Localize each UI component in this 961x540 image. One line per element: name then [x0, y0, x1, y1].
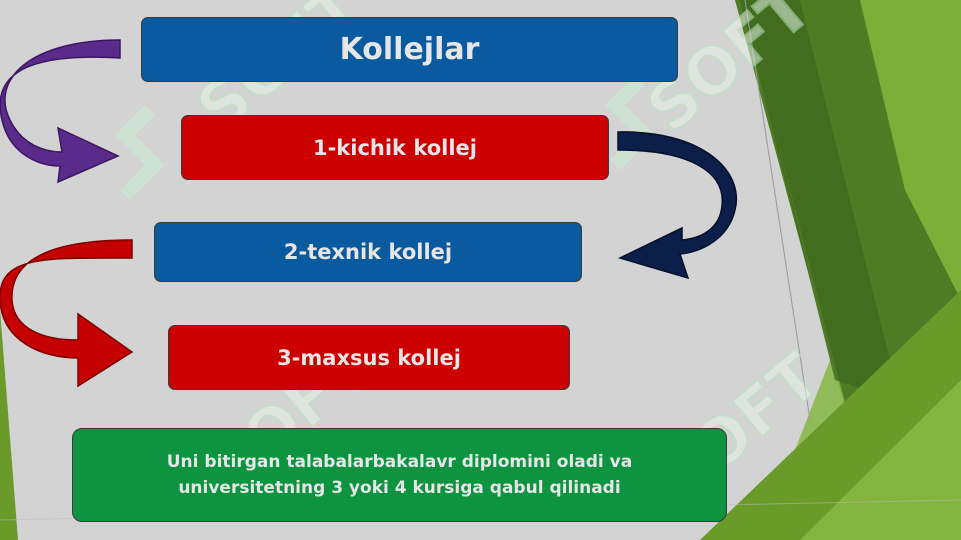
- note-line-2: universitetning 3 yoki 4 kursiga qabul q…: [178, 478, 621, 498]
- bg-facet-light: [860, 0, 961, 300]
- step-3-box: 3-maxsus kollej: [168, 325, 570, 390]
- step-3-label: 3-maxsus kollej: [277, 345, 461, 370]
- bg-facet-bottom-light: [800, 380, 961, 540]
- title-label: Kollejlar: [339, 32, 480, 67]
- step-2-box: 2-texnik kollej: [154, 222, 582, 282]
- note-box: Uni bitirgan talabalarbakalavr diplomini…: [72, 428, 727, 522]
- note-line-1: Uni bitirgan talabalarbakalavr diplomini…: [166, 452, 633, 472]
- step-1-label: 1-kichik kollej: [312, 135, 478, 160]
- step-1-box: 1-kichik kollej: [181, 115, 609, 180]
- title-box: Kollejlar: [141, 17, 678, 82]
- bg-facet-shadow: [740, 0, 900, 400]
- step-2-label: 2-texnik kollej: [283, 240, 453, 264]
